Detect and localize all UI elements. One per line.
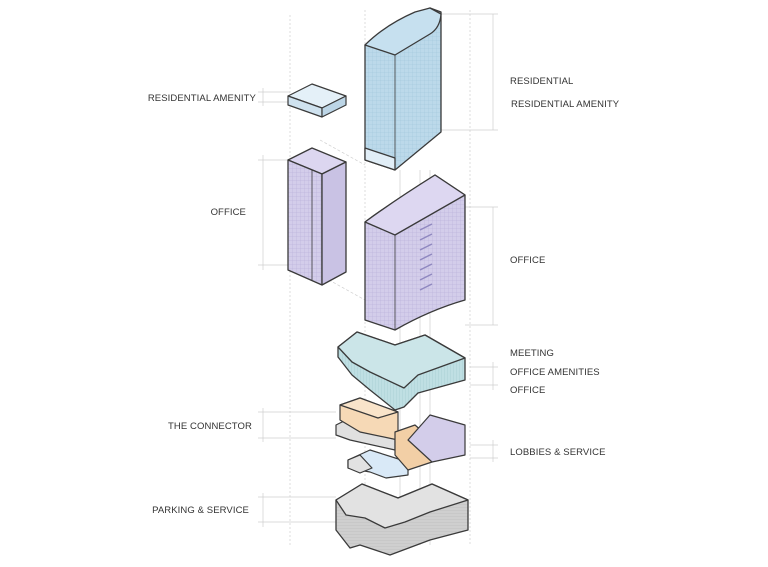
label-residential-amenity-right: RESIDENTIAL AMENITY [511, 99, 620, 110]
label-office-tower: OFFICE [510, 255, 546, 266]
parking-level [335, 483, 469, 556]
label-residential-amenity-left: RESIDENTIAL AMENITY [147, 93, 256, 104]
residential-amenity-block [287, 83, 347, 118]
connector-level [335, 397, 466, 479]
office-main-tower [364, 174, 466, 331]
label-office-podium: OFFICE [510, 385, 546, 396]
label-office-left: OFFICE [210, 207, 246, 218]
label-lobbies-service: LOBBIES & SERVICE [510, 447, 606, 458]
label-meeting: MEETING [510, 348, 554, 359]
residential-tower [364, 7, 442, 171]
label-the-connector: THE CONNECTOR [168, 421, 252, 432]
office-amenities-podium [337, 331, 466, 411]
office-small-tower [287, 147, 347, 286]
label-residential: RESIDENTIAL [510, 76, 574, 87]
label-parking-service: PARKING & SERVICE [152, 505, 249, 516]
label-office-amenities: OFFICE AMENITIES [510, 367, 600, 378]
